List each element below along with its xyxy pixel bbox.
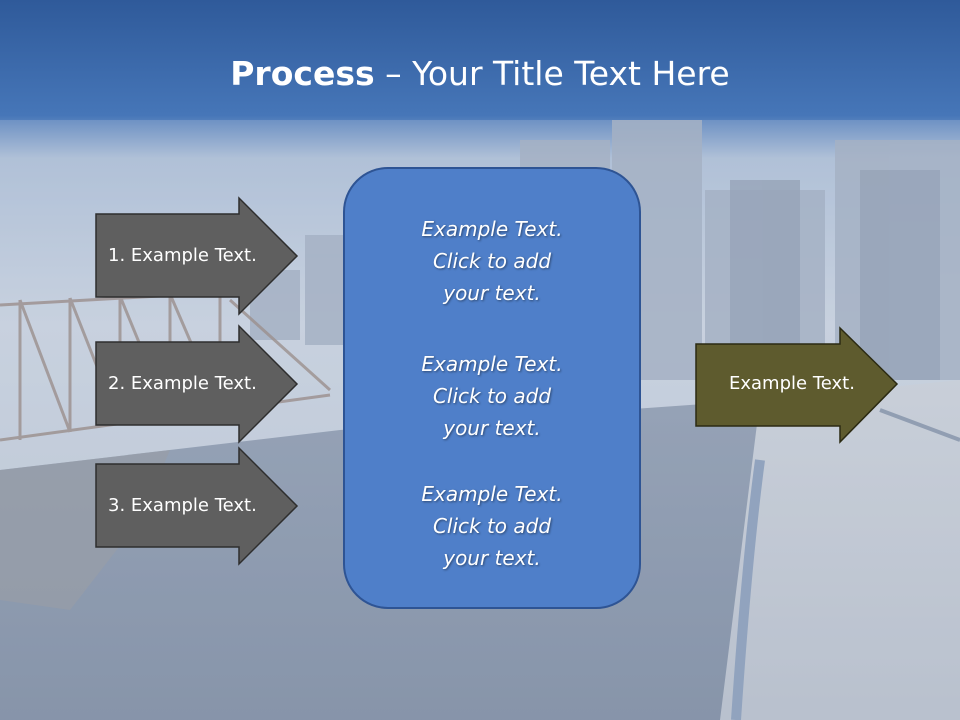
center-paragraph-3: Example Text. Click to add your text. — [344, 478, 640, 574]
center-paragraph-2: Example Text. Click to add your text. — [344, 348, 640, 444]
center-line: Click to add — [432, 384, 552, 408]
center-box[interactable] — [343, 167, 641, 609]
center-line: your text. — [443, 281, 541, 305]
output-label: Example Text. — [729, 373, 855, 394]
center-line: Example Text. — [421, 482, 563, 506]
step-arrow-2[interactable] — [95, 324, 299, 444]
center-line: your text. — [443, 546, 541, 570]
step-arrow-3[interactable] — [95, 446, 299, 566]
step-label-1: 1. Example Text. — [108, 245, 257, 266]
output-arrow[interactable] — [695, 326, 899, 444]
step-label-2: 2. Example Text. — [108, 373, 257, 394]
step-arrow-1[interactable] — [95, 196, 299, 316]
center-line: Click to add — [432, 249, 552, 273]
title-rest: – Your Title Text Here — [374, 54, 730, 93]
title-bold: Process — [230, 54, 375, 93]
center-paragraph-1: Example Text. Click to add your text. — [344, 213, 640, 309]
center-line: Click to add — [432, 514, 552, 538]
step-label-3: 3. Example Text. — [108, 495, 257, 516]
center-line: your text. — [443, 416, 541, 440]
center-line: Example Text. — [421, 217, 563, 241]
center-line: Example Text. — [421, 352, 563, 376]
slide-title: Process – Your Title Text Here — [0, 50, 960, 98]
